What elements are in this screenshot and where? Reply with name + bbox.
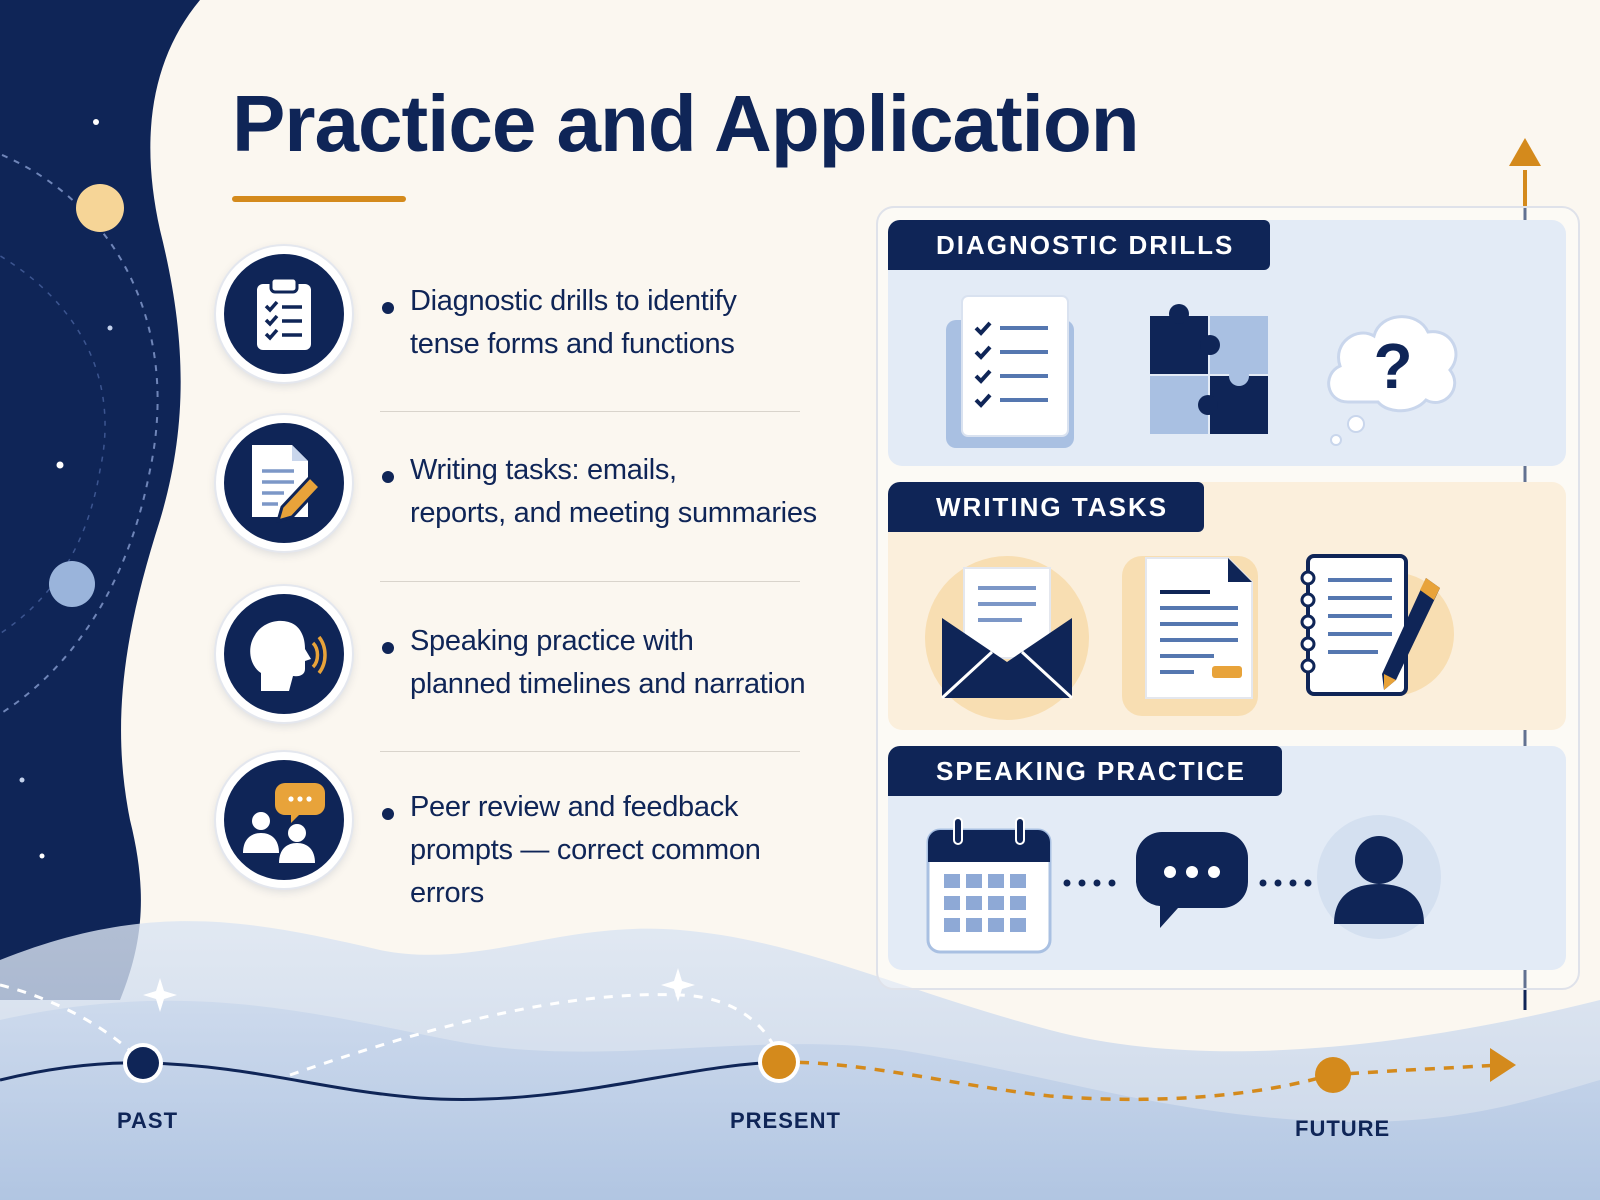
divider — [380, 581, 800, 582]
bullet-dot — [382, 471, 394, 483]
panel-writing-tasks: WRITING TASKS — [888, 482, 1566, 730]
bullet-dot — [382, 808, 394, 820]
speech-bubble-icon — [1136, 832, 1248, 928]
timeline-label-past: PAST — [117, 1108, 179, 1133]
document-pencil-icon — [216, 415, 352, 551]
checklist-icon — [946, 295, 1074, 448]
bullet-item-diagnostic: Diagnostic drills to identify tense form… — [216, 246, 806, 396]
bullet-dot — [382, 642, 394, 654]
puzzle-icon — [1150, 304, 1268, 434]
divider — [380, 751, 800, 752]
peer-chat-icon — [216, 752, 352, 888]
bullet-text: Speaking practice with planned timelines… — [410, 625, 806, 700]
notebook-pen-icon — [1300, 554, 1454, 696]
bullet-text: Diagnostic drills to identify tense form… — [410, 285, 737, 360]
bullet-item-writing: Writing tasks: emails, reports, and meet… — [216, 415, 817, 565]
bullet-dot — [382, 302, 394, 314]
panel-label: WRITING TASKS — [888, 482, 1205, 532]
panel-label: SPEAKING PRACTICE — [888, 746, 1282, 796]
timeline-label-future: FUTURE — [1295, 1116, 1391, 1141]
bullet-text: Writing tasks: emails, reports, and meet… — [410, 454, 817, 529]
question-thought-bubble-icon: ? — [1327, 315, 1458, 446]
bullet-item-peer-review: Peer review and feedback prompts — corre… — [216, 752, 806, 909]
calendar-icon — [926, 817, 1052, 954]
svg-text:?: ? — [1373, 330, 1412, 402]
timeline-label-present: PRESENT — [730, 1108, 841, 1133]
speaking-head-icon — [216, 586, 352, 722]
dotted-connector-icon — [1259, 879, 1312, 887]
bullet-text: Peer review and feedback prompts — corre… — [410, 791, 761, 909]
panel-diagnostic-drills: DIAGNOSTIC DRILLS ? — [888, 220, 1566, 466]
dotted-connector-icon — [1063, 879, 1116, 887]
title-underline — [232, 196, 406, 202]
clipboard-checklist-icon — [216, 246, 352, 382]
panel-speaking-practice: SPEAKING PRACTICE — [888, 746, 1566, 970]
bullet-item-speaking: Speaking practice with planned timelines… — [216, 586, 806, 736]
document-icon — [1122, 556, 1258, 716]
divider — [380, 411, 800, 412]
panel-label: DIAGNOSTIC DRILLS — [888, 220, 1271, 270]
envelope-letter-icon — [925, 556, 1089, 720]
person-icon — [1317, 815, 1441, 939]
page-title: Practice and Application — [232, 79, 1140, 168]
